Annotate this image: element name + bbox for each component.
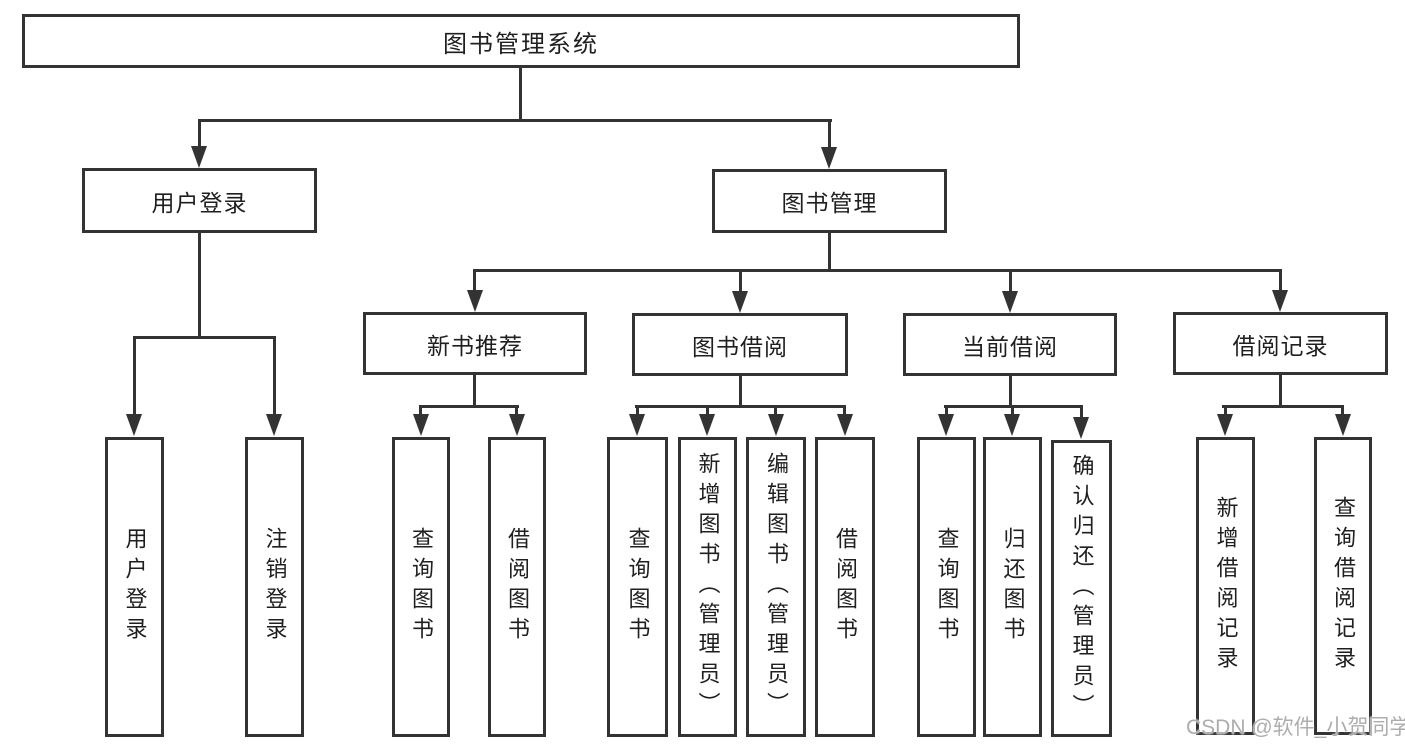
arrow-down-icon [467,290,483,312]
arrow-down-icon [413,414,429,436]
leaf-borrowing-edit-books-admin: 编辑图书（管理员） [746,437,806,737]
leaf-records-query-record: 查询借阅记录 [1314,437,1372,735]
connector-line [1011,405,1014,416]
connector-line [473,269,1282,272]
leaf-records-add-record-label: 新增借阅记录 [1213,496,1239,676]
connector-line [828,119,831,148]
connector-line [1279,375,1282,408]
connector-line [515,405,518,416]
leaf-current-return-books-label: 归还图书 [1000,527,1026,647]
connector-line [635,405,846,408]
leaf-logout-login: 注销登录 [245,437,304,737]
connector-line [133,336,136,416]
connector-line [706,405,709,416]
leaf-borrowing-borrow-books-label: 借阅图书 [833,527,858,647]
node-new-book-recommend: 新书推荐 [363,312,587,375]
arrow-down-icon [629,414,645,436]
connector-line [519,68,522,122]
node-user-login: 用户登录 [82,168,317,233]
connector-line [273,336,276,416]
connector-line [739,376,742,408]
connector-line [1341,405,1344,416]
connector-line [473,269,476,292]
leaf-borrowing-query-books: 查询图书 [607,437,668,737]
leaf-current-confirm-return-admin-label: 确认归还（管理员） [1069,453,1095,724]
arrow-down-icon [938,414,954,436]
arrow-down-icon [768,414,784,436]
leaf-user-login-label: 用户登录 [122,527,148,647]
leaf-current-confirm-return-admin: 确认归还（管理员） [1051,440,1112,737]
leaf-newbook-borrow-books-label: 借阅图书 [505,527,530,647]
node-book-management-label: 图书管理 [781,190,878,216]
leaf-borrowing-add-books-admin: 新增图书（管理员） [678,437,737,737]
arrow-down-icon [126,414,142,436]
node-user-login-label: 用户登录 [151,189,248,216]
node-book-management: 图书管理 [712,169,947,233]
connector-line [1009,269,1012,292]
connector-line [133,336,276,339]
node-new-book-recommend-label: 新书推荐 [427,332,523,359]
node-library-system-label: 图书管理系统 [443,30,599,58]
node-current-borrowing-label: 当前借阅 [962,333,1058,360]
leaf-borrowing-query-books-label: 查询图书 [625,527,651,647]
connector-line [419,405,422,416]
connector-line [739,269,742,292]
leaf-user-login: 用户登录 [105,437,164,737]
arrow-down-icon [191,146,207,168]
leaf-newbook-query-books-label: 查询图书 [409,527,434,647]
arrow-down-icon [1217,414,1233,436]
connector-line [198,233,201,339]
leaf-current-query-books: 查询图书 [917,437,976,737]
connector-line [473,375,476,408]
connector-line [774,405,777,416]
leaf-records-query-record-label: 查询借阅记录 [1331,496,1356,676]
arrow-down-icon [821,147,837,169]
leaf-records-add-record: 新增借阅记录 [1196,437,1255,735]
arrow-down-icon [732,291,748,313]
arrow-down-icon [699,414,715,436]
connector-line [636,405,639,416]
connector-line [198,119,832,122]
connector-line [1009,376,1012,408]
leaf-borrowing-borrow-books: 借阅图书 [815,437,875,737]
arrow-down-icon [266,414,282,436]
arrow-down-icon [1004,414,1020,436]
leaf-current-query-books-label: 查询图书 [934,527,960,647]
arrow-down-icon [1073,417,1089,439]
node-borrowing-records: 借阅记录 [1173,312,1388,375]
arrow-down-icon [509,414,525,436]
connector-line [945,405,948,416]
csdn-watermark: CSDN @软件_小贺同学 [1186,716,1405,739]
node-book-borrowing: 图书借阅 [632,313,848,376]
arrow-down-icon [1272,290,1288,312]
arrow-down-icon [1002,291,1018,313]
connector-line [419,405,519,408]
node-current-borrowing: 当前借阅 [903,313,1117,376]
node-borrowing-records-label: 借阅记录 [1232,332,1329,359]
leaf-current-return-books: 归还图书 [983,437,1042,737]
connector-line [1279,269,1282,292]
connector-line [843,405,846,416]
leaf-logout-login-label: 注销登录 [262,527,288,647]
node-library-system: 图书管理系统 [22,14,1020,68]
leaf-newbook-query-books: 查询图书 [392,437,450,737]
connector-line [1080,405,1083,419]
connector-line [828,233,831,272]
arrow-down-icon [1335,414,1351,436]
connector-line [1222,405,1344,408]
connector-line [1224,405,1227,416]
arrow-down-icon [837,414,853,436]
node-book-borrowing-label: 图书借阅 [692,333,788,360]
leaf-borrowing-edit-books-admin-label: 编辑图书（管理员） [764,452,789,722]
leaf-newbook-borrow-books: 借阅图书 [488,437,546,737]
leaf-borrowing-add-books-admin-label: 新增图书（管理员） [695,452,721,722]
connector-line [198,119,201,148]
